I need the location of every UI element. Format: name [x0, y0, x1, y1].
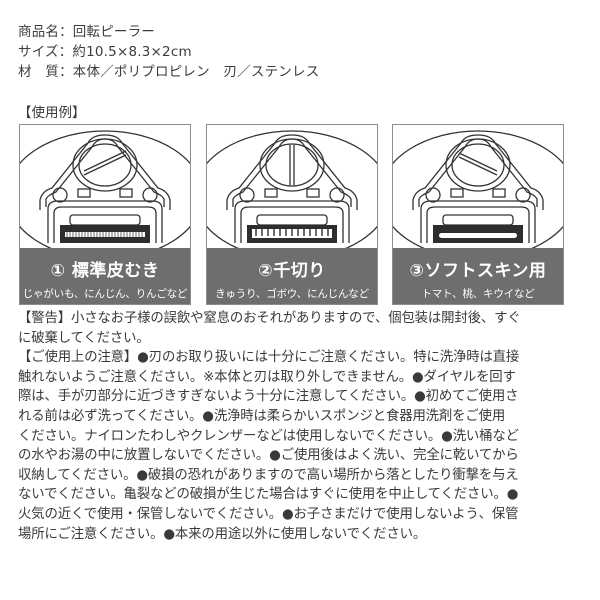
- note-line: 収納してください。●破損の恐れがありますので高い場所から落としたり衝撃を与え: [18, 467, 519, 483]
- usage-panel-caption: ②千切り きゅうり、ゴボウ、にんじんなど: [207, 248, 377, 304]
- usage-panel-title: ③ソフトスキン用: [409, 261, 547, 281]
- usage-panel-standard-peel: ① 標準皮むき じゃがいも、にんじん、りんごなど: [19, 124, 191, 305]
- note-line: 火気の近くで使用・保管しないでください。●お子さまだけで使用しないよう、保管: [18, 506, 519, 522]
- usage-panel-subtitle: トマト、桃、キウイなど: [421, 288, 535, 300]
- product-spec: 商品名：回転ピーラー サイズ：約10.5×8.3×2cm 材 質：本体／ポリプロ…: [18, 22, 319, 82]
- note-line: 際は、手が刃部分に近づきすぎないよう十分に注意してください。●初めてご使用さ: [18, 389, 519, 405]
- note-line: 触れないようご注意ください。※本体と刃は取り外しできません。●ダイヤルを回す: [18, 369, 516, 385]
- peeler-standard-illustration-icon: [20, 130, 190, 248]
- usage-panel-title: ②千切り: [258, 261, 326, 281]
- peeler-soft-skin-illustration-icon: [393, 130, 563, 248]
- note-line: 場所にご注意ください。●本来の用途以外に使用しないでください。: [18, 526, 427, 542]
- peeler-julienne-illustration-icon: [207, 130, 377, 248]
- usage-panel-subtitle: じゃがいも、にんじん、りんごなど: [22, 288, 188, 300]
- warnings-and-precautions: 【警告】小さなお子様の誤飲や窒息のおそれがありますので、個包装は開封後、すぐ に…: [18, 309, 578, 544]
- note-line: の水やお湯の中に放置しないでください。●ご使用後はよく洗い、完全に乾いてから: [18, 448, 519, 464]
- product-material: 材 質：本体／ポリプロピレン 刃／ステンレス: [18, 64, 320, 80]
- usage-panel-caption: ① 標準皮むき じゃがいも、にんじん、りんごなど: [20, 248, 190, 304]
- product-size: サイズ：約10.5×8.3×2cm: [18, 44, 192, 60]
- note-line: ないでください。亀裂などの破損が生じた場合はすぐに使用を中止してください。●: [18, 487, 519, 503]
- note-line: れる前は必ず洗ってください。●洗浄時は柔らかいスポンジと食器用洗剤をご使用: [18, 408, 506, 424]
- usage-panel-title: ① 標準皮むき: [50, 261, 160, 281]
- product-name: 商品名：回転ピーラー: [18, 24, 155, 40]
- note-line: に破棄してください。: [18, 330, 150, 346]
- usage-examples-heading: 【使用例】: [18, 105, 86, 121]
- usage-panel-subtitle: きゅうり、ゴボウ、にんじんなど: [215, 288, 369, 300]
- note-line: 【警告】小さなお子様の誤飲や窒息のおそれがありますので、個包装は開封後、すぐ: [18, 311, 521, 326]
- note-line: ください。ナイロンたわしやクレンザーなどは使用しないでください。●洗い桶など: [18, 428, 519, 444]
- note-line: 【ご使用上の注意】●刃のお取り扱いには十分にご注意ください。特に洗浄時は直接: [18, 350, 520, 366]
- usage-panel-caption: ③ソフトスキン用 トマト、桃、キウイなど: [393, 248, 563, 304]
- usage-panel-julienne: ②千切り きゅうり、ゴボウ、にんじんなど: [206, 124, 378, 305]
- usage-panel-soft-skin: ③ソフトスキン用 トマト、桃、キウイなど: [392, 124, 564, 305]
